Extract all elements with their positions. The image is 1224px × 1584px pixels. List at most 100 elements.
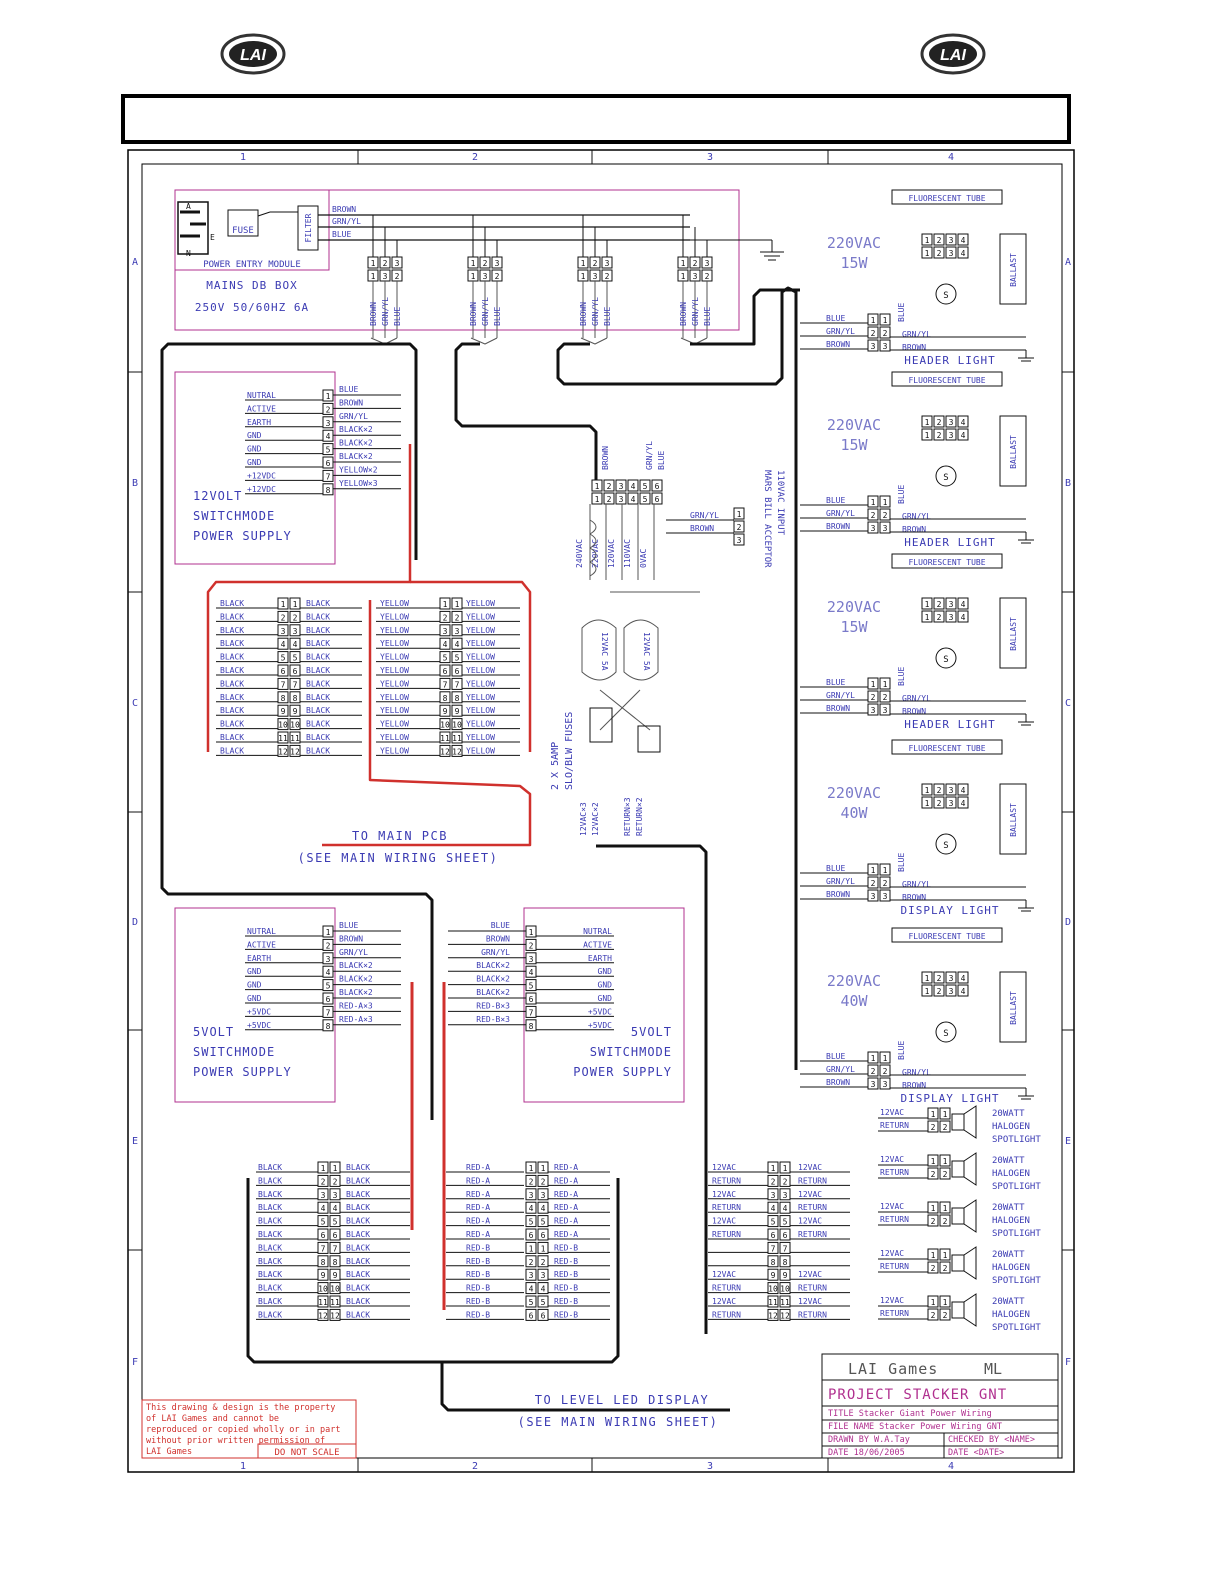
pin-number: 6 [541, 1311, 546, 1320]
pin-number: 2 [931, 1123, 936, 1132]
pin-cell [439, 610, 451, 623]
ac-wire-label: 12VAC [712, 1270, 736, 1279]
light-wire-label: GRN/YL [826, 877, 855, 886]
secondary-coil-label: 12VAC 5A [642, 632, 651, 671]
pin-cell [867, 863, 879, 876]
pin-number: 3 [783, 1191, 788, 1200]
pin-label-e: E [210, 233, 215, 242]
pin-number: 5 [529, 1298, 534, 1307]
ballast-label: BALLAST [1009, 617, 1018, 651]
pin-cell [927, 1201, 939, 1214]
ac-wire-label: 12VAC [712, 1190, 736, 1199]
psu-wire-label: RED-B×3 [476, 1015, 510, 1024]
conn-wire-label: BLACK [220, 639, 244, 648]
conn-wire-label: YELLOW [466, 612, 495, 621]
pin-cell [767, 1241, 779, 1254]
conn-wire-label: BLACK [306, 599, 330, 608]
light-name: HEADER LIGHT [904, 718, 995, 731]
lamp-name: HALOGEN [992, 1263, 1030, 1273]
ac-wire-label: RETURN [798, 1230, 827, 1239]
pin-cell [603, 479, 615, 492]
psu-wire-label: GRN/YL [339, 412, 368, 421]
drop-wire-label: BROWN [469, 302, 478, 326]
pin-number: 11 [330, 1298, 340, 1307]
conn-wire-label: BLACK [306, 720, 330, 729]
pin-cell [277, 731, 289, 744]
pin-cell [329, 1268, 341, 1281]
pin-number: 1 [737, 510, 742, 519]
pin-number: 5 [541, 1218, 546, 1227]
pin-number: 5 [321, 1218, 326, 1227]
conn-wire-label: BLACK [306, 746, 330, 755]
pin-number: 8 [529, 1022, 534, 1031]
pin-cell [779, 1215, 791, 1228]
conn-wire-label: YELLOW [380, 599, 409, 608]
pin-number: 4 [321, 1204, 326, 1213]
to-led-label: TO LEVEL LED DISPLAY [535, 1393, 710, 1407]
light-wire-label: GRN/YL [902, 512, 931, 521]
pin-number: 11 [318, 1298, 328, 1307]
psu-wire-label: BROWN [339, 934, 363, 943]
lamp-wire-label: RETURN [880, 1168, 909, 1177]
light-voltage: 220VAC [827, 598, 881, 616]
conn-wire-label: BLACK [220, 626, 244, 635]
pin-number: 2 [483, 259, 488, 268]
pin-cell [945, 610, 957, 623]
pin-number: 10 [440, 721, 450, 730]
light-wire-label: BLUE [897, 1041, 906, 1060]
pin-cell [329, 1228, 341, 1241]
conn-wire-label: YELLOW [380, 639, 409, 648]
lamp-wire-label: 12VAC [880, 1108, 904, 1117]
led-wire-label: BLACK [258, 1284, 282, 1293]
lamp-name: 20WATT [992, 1250, 1025, 1260]
pin-cell [939, 1167, 951, 1180]
pin-number: 6 [333, 1231, 338, 1240]
pin-cell [639, 479, 651, 492]
lamp-name: 20WATT [992, 1156, 1025, 1166]
led-wire-label: RED-A [466, 1217, 490, 1226]
pin-number: 10 [318, 1285, 328, 1294]
pin-number: 5 [443, 654, 448, 663]
pin-number: 2 [931, 1170, 936, 1179]
fuse-rating-label: 2 X 5AMP [550, 742, 561, 790]
pin-number: 4 [333, 1204, 338, 1213]
led-wire-label: RED-B [554, 1297, 578, 1306]
psu-pin-label: NUTRAL [583, 927, 612, 936]
pin-cell [317, 1255, 329, 1268]
to-main-pcb-note: (SEE MAIN WIRING SHEET) [298, 851, 499, 865]
lamp-name: 20WATT [992, 1297, 1025, 1307]
pin-number: 1 [783, 1164, 788, 1173]
pin-cell [451, 704, 463, 717]
pin-cell [329, 1201, 341, 1214]
psu-pin-label: +5VDC [247, 1021, 271, 1030]
pin-number: 1 [871, 866, 876, 875]
conn-wire-label: YELLOW [466, 746, 495, 755]
pin-cell [537, 1255, 549, 1268]
pin-cell [879, 326, 891, 339]
pin-cell [439, 664, 451, 677]
psu-title: POWER SUPPLY [193, 1065, 292, 1079]
pin-number: 7 [529, 1008, 534, 1017]
pin-number: 1 [925, 600, 930, 609]
pin-number: 4 [631, 495, 636, 504]
pin-number: 3 [333, 1191, 338, 1200]
to-main-pcb-label: TO MAIN PCB [352, 829, 448, 843]
pin-cell [927, 1308, 939, 1321]
pin-number: 8 [281, 694, 286, 703]
pin-cell [921, 597, 933, 610]
lamp-reflector [963, 1152, 977, 1186]
pin-number: 1 [681, 272, 686, 281]
light-wire-label: BROWN [902, 893, 926, 902]
pin-cell [879, 876, 891, 889]
pin-cell [957, 415, 969, 428]
pin-number: 6 [321, 1231, 326, 1240]
psu-wire-label: BLUE [339, 385, 358, 394]
drop-wire-label: GRN/YL [381, 297, 390, 326]
lamp-name: SPOTLIGHT [992, 1182, 1041, 1192]
pin-number: 5 [529, 1218, 534, 1227]
pin-number: 2 [605, 272, 610, 281]
pin-label-n: N [186, 249, 191, 258]
pin-number: 2 [943, 1264, 948, 1273]
